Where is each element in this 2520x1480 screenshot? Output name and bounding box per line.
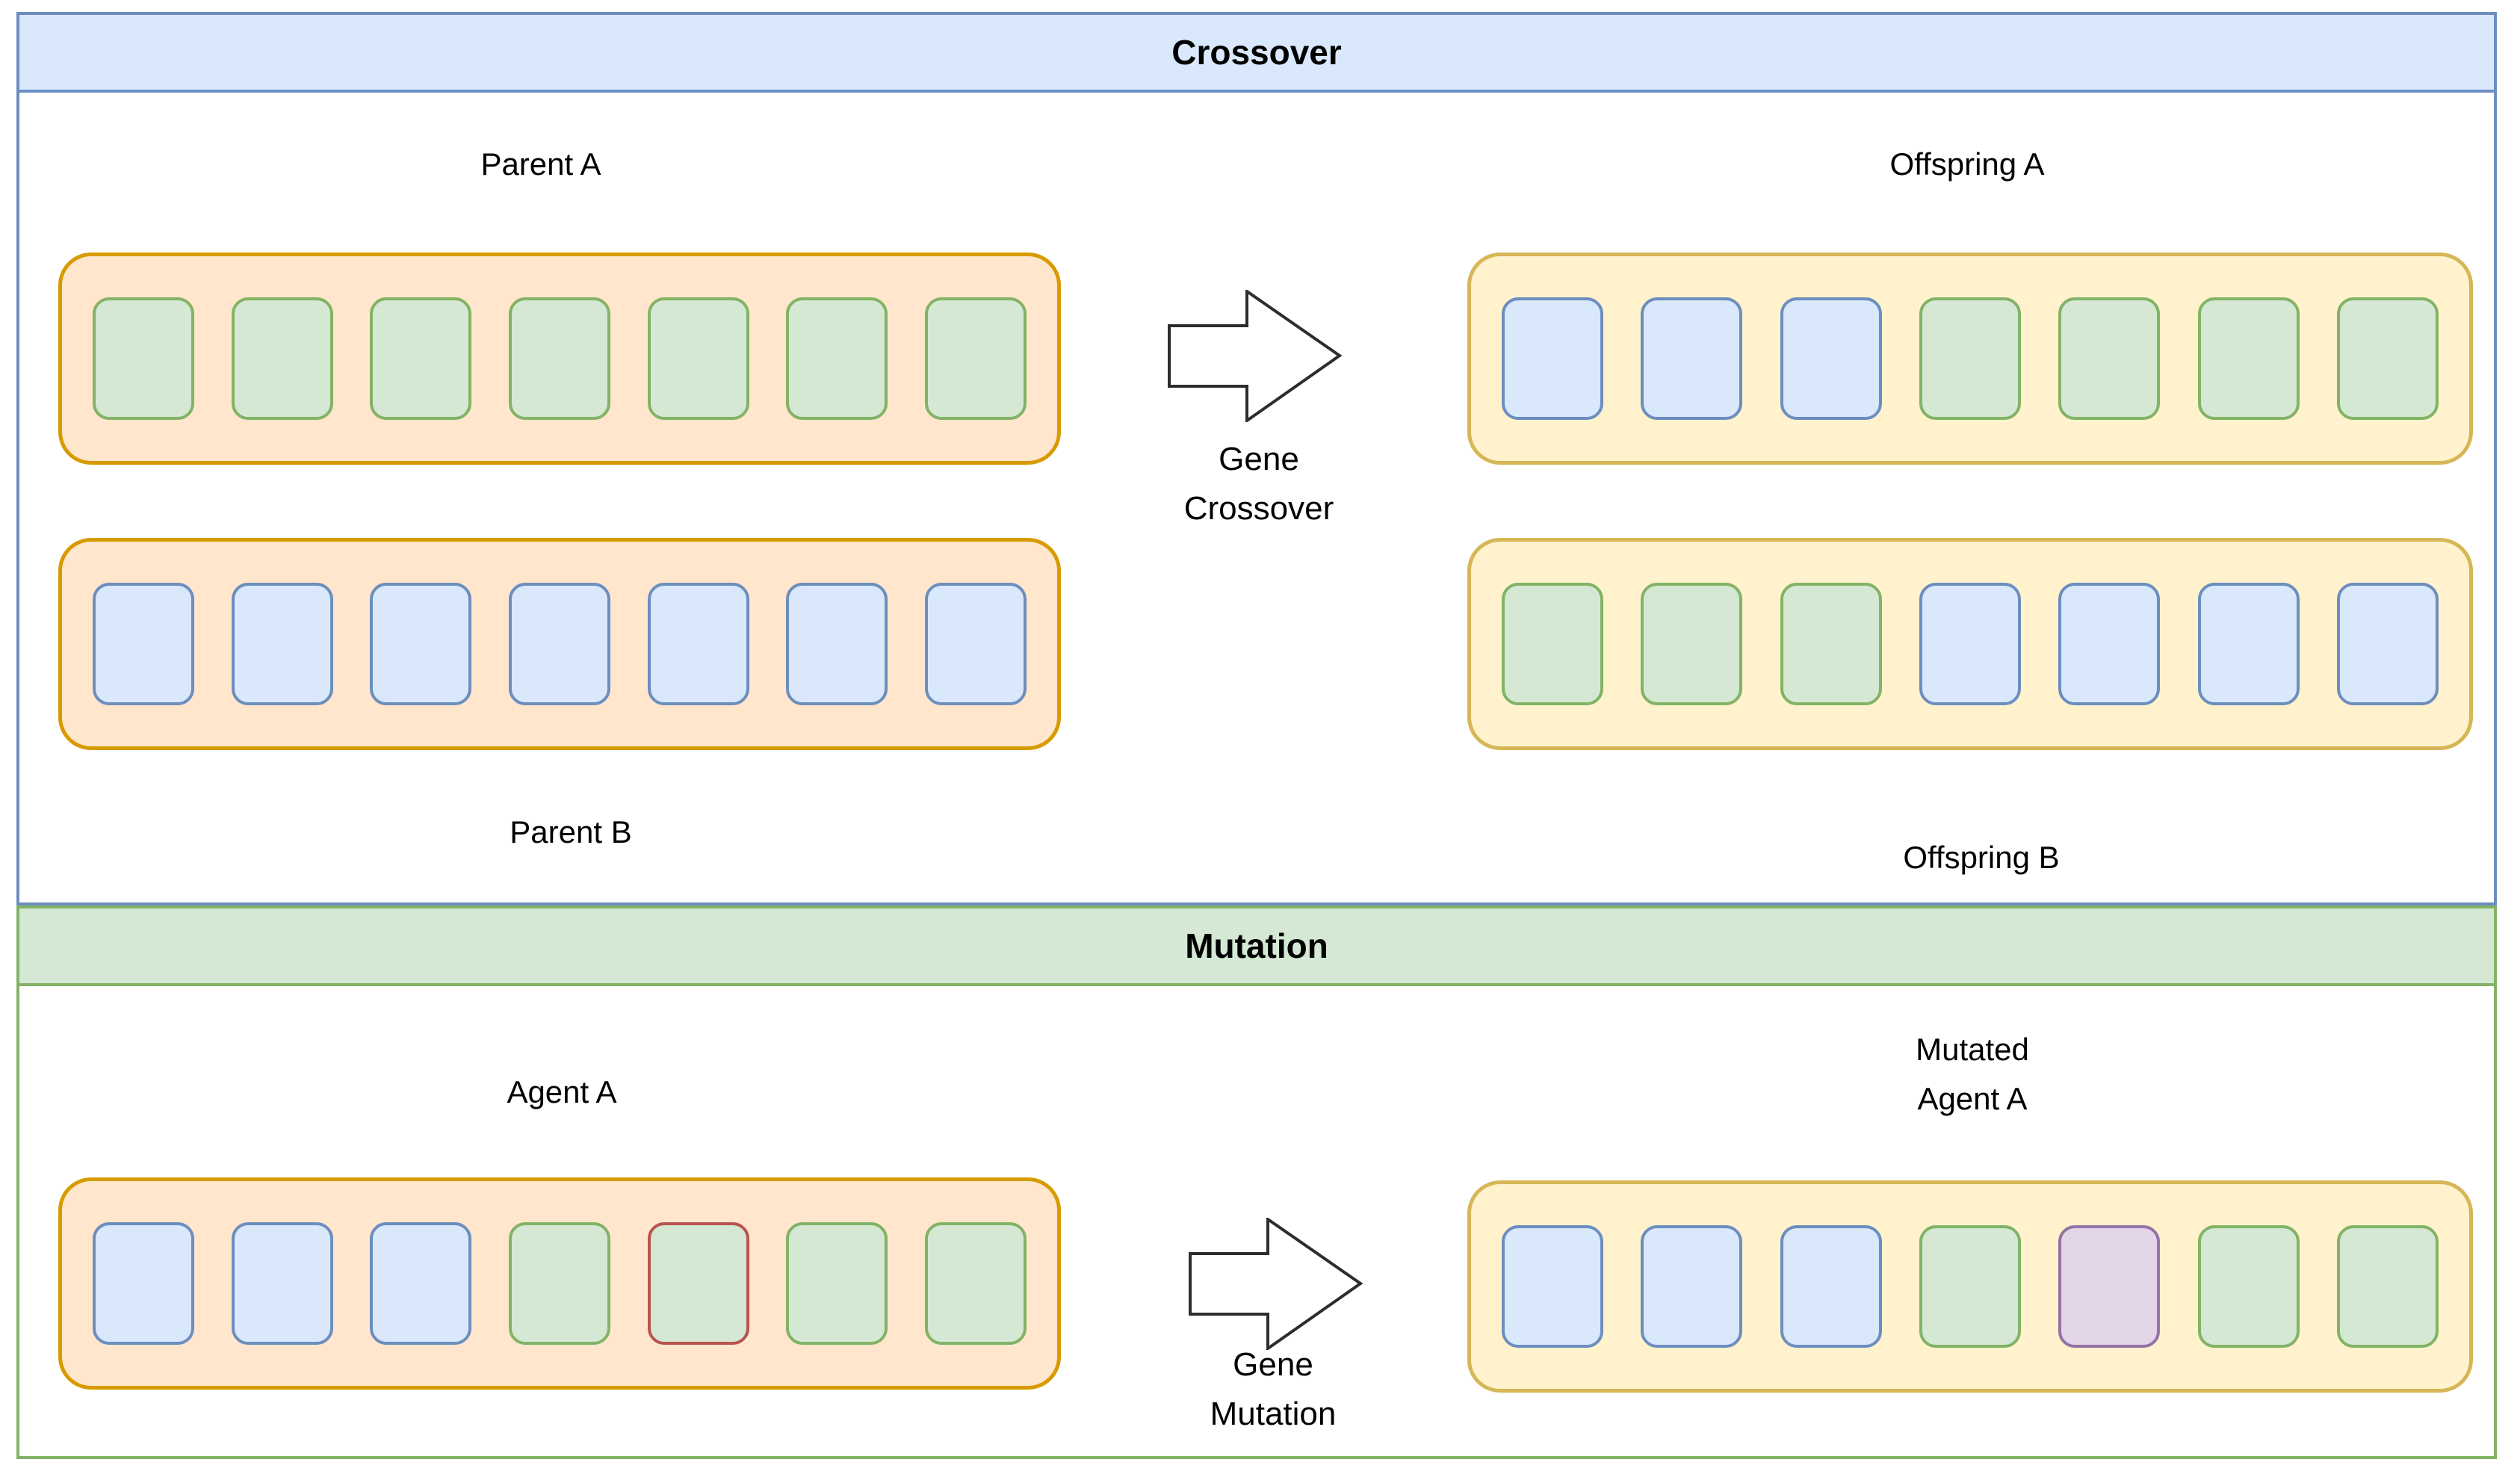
gene-crossover-arrow-label-line1: Gene <box>1219 441 1299 477</box>
offspring-b-strip <box>1467 538 2473 750</box>
blue-gene <box>93 583 194 705</box>
blue-gene <box>1919 583 2021 705</box>
mutated-agent-a-label: Mutated Agent A <box>1786 1025 2159 1124</box>
crossover-section: Crossover Parent A Parent B Gene Crossov… <box>16 12 2497 905</box>
mutated-agent-a-label-line1: Mutated <box>1916 1032 2029 1067</box>
mutated-agent-a-label-line2: Agent A <box>1917 1081 2028 1116</box>
blue-gene <box>647 583 749 705</box>
green-gene <box>647 297 749 420</box>
blue-gene <box>370 583 472 705</box>
mutated-agent-a-strip <box>1467 1180 2473 1393</box>
green-gene <box>786 297 888 420</box>
blue-gene <box>1502 297 1603 420</box>
crossover-header: Crossover <box>19 15 2494 93</box>
green-gene <box>924 1222 1027 1345</box>
parent-b-label: Parent B <box>510 814 632 849</box>
green-gene <box>508 297 610 420</box>
blue-gene <box>1641 297 1743 420</box>
mutation-header: Mutation <box>19 908 2494 986</box>
green-gene <box>2058 297 2161 420</box>
green-gene <box>1919 297 2021 420</box>
blue-gene <box>1780 1225 1882 1348</box>
blue-gene <box>508 583 610 705</box>
blue-gene <box>924 583 1027 705</box>
green-gene <box>2336 1225 2439 1348</box>
agent-a-label: Agent A <box>507 1074 617 1109</box>
mutation-title: Mutation <box>1185 926 1328 965</box>
green-gene <box>2197 1225 2300 1348</box>
green-gene <box>924 297 1027 420</box>
gene-mutation-arrow-label: Gene Mutation <box>1086 1340 1460 1439</box>
gene-mutation-arrow-label-line1: Gene <box>1233 1346 1313 1383</box>
parent-a-label: Parent A <box>480 146 601 182</box>
right-arrow-icon <box>1189 1218 1363 1350</box>
green-gene <box>1502 583 1603 705</box>
green-gene <box>93 297 194 420</box>
parent-a-strip <box>58 253 1061 465</box>
right-arrow-icon <box>1168 290 1343 422</box>
blue-gene <box>2058 583 2161 705</box>
purple-gene <box>2058 1225 2161 1348</box>
green-gene <box>1641 583 1743 705</box>
gene-crossover-arrow-label: Gene Crossover <box>1072 435 1446 533</box>
offspring-b-label: Offspring B <box>1903 840 2060 875</box>
blue-gene <box>1780 297 1882 420</box>
blue-gene <box>231 583 333 705</box>
green-gene <box>2197 297 2300 420</box>
offspring-a-strip <box>1467 253 2473 465</box>
green-gene <box>786 1222 888 1345</box>
agent-a-strip <box>58 1177 1061 1390</box>
blue-gene <box>1502 1225 1603 1348</box>
green-gene <box>2336 297 2439 420</box>
blue-gene <box>93 1222 194 1345</box>
blue-gene <box>370 1222 472 1345</box>
green-gene <box>1780 583 1882 705</box>
parent-b-strip <box>58 538 1061 750</box>
gene-mutation-arrow-label-line2: Mutation <box>1210 1396 1337 1432</box>
blue-gene <box>2336 583 2439 705</box>
blue-gene <box>231 1222 333 1345</box>
blue-gene <box>1641 1225 1743 1348</box>
gene-crossover-arrow-label-line2: Crossover <box>1183 490 1334 527</box>
green-gene <box>508 1222 610 1345</box>
blue-gene <box>786 583 888 705</box>
green-gene <box>370 297 472 420</box>
green-gene <box>1919 1225 2021 1348</box>
crossover-title: Crossover <box>1171 33 1342 72</box>
mutation-section: Mutation Agent A Gene Mutation Mutated A… <box>16 905 2497 1459</box>
blue-gene <box>2197 583 2300 705</box>
green-gene <box>231 297 333 420</box>
green-red-border-gene <box>647 1222 749 1345</box>
offspring-a-label: Offspring A <box>1889 146 2045 182</box>
